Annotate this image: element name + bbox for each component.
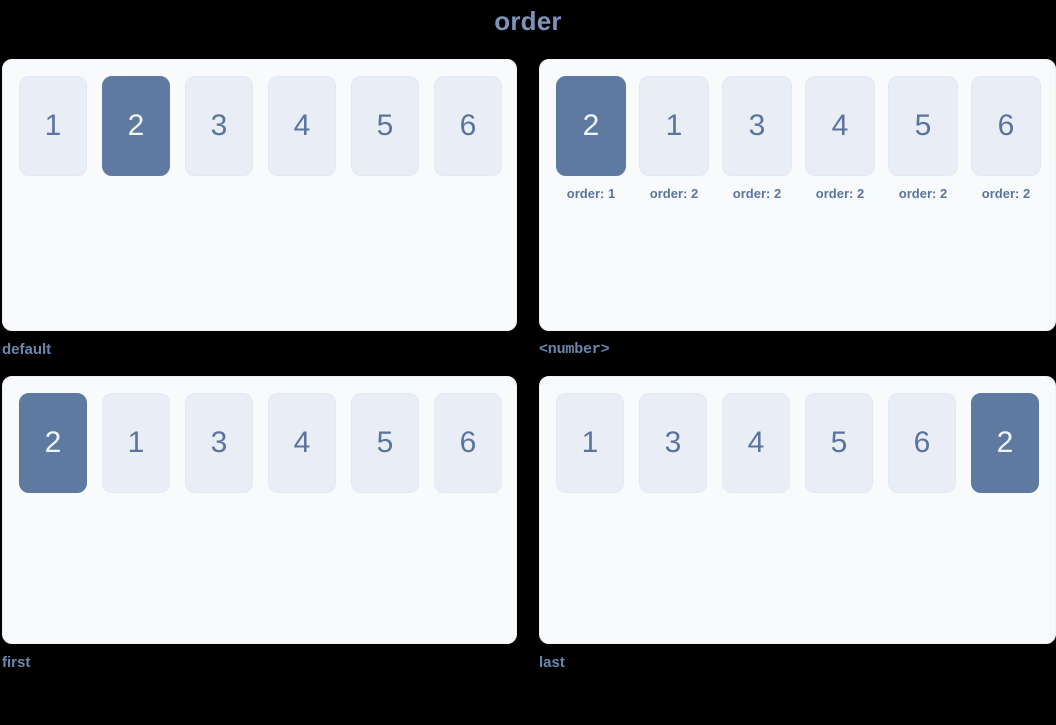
item-column: 5 order: 2 — [888, 76, 958, 202]
order-value-label: order: 2 — [649, 186, 699, 201]
panel-caption-first: first — [2, 654, 31, 671]
item-column: 2 — [19, 393, 87, 493]
item-column: 5 — [805, 393, 873, 493]
demo-cell-first: 2 1 3 4 5 6 first — [2, 376, 517, 672]
item-column: 2 order: 1 — [556, 76, 626, 202]
item-column: 3 order: 2 — [722, 76, 792, 202]
item-column: 4 — [268, 393, 336, 493]
order-box[interactable]: 4 — [722, 393, 790, 493]
order-box[interactable]: 3 — [185, 393, 253, 493]
order-box[interactable]: 5 — [805, 393, 873, 493]
demo-cell-default: 1 2 3 4 5 6 default — [2, 59, 517, 359]
order-value-label: order: 2 — [732, 186, 782, 201]
order-box[interactable]: 4 — [805, 76, 875, 176]
order-box-accent[interactable]: 2 — [19, 393, 87, 493]
demo-grid: 1 2 3 4 5 6 default — [2, 59, 1056, 672]
item-column: 2 — [102, 76, 170, 176]
order-box-accent[interactable]: 2 — [102, 76, 170, 176]
order-box[interactable]: 4 — [268, 393, 336, 493]
order-box[interactable]: 3 — [722, 76, 792, 176]
item-column: 1 — [556, 393, 624, 493]
order-value-label: order: 2 — [815, 186, 865, 201]
order-box[interactable]: 4 — [268, 76, 336, 176]
item-column: 4 — [268, 76, 336, 176]
order-value-label: order: 1 — [566, 186, 616, 201]
item-column: 1 — [102, 393, 170, 493]
item-column: 6 — [434, 76, 502, 176]
demo-panel-number: 2 order: 1 1 order: 2 3 order: 2 4 order… — [539, 59, 1056, 331]
item-column: 5 — [351, 393, 419, 493]
order-box[interactable]: 6 — [888, 393, 956, 493]
page-title: order — [494, 6, 562, 36]
order-box[interactable]: 1 — [102, 393, 170, 493]
item-column: 4 order: 2 — [805, 76, 875, 202]
demo-cell-last: 1 3 4 5 6 2 last — [539, 376, 1056, 672]
item-column: 6 order: 2 — [971, 76, 1041, 202]
order-value-label: order: 2 — [898, 186, 948, 201]
demo-cell-number: 2 order: 1 1 order: 2 3 order: 2 4 order… — [539, 59, 1056, 359]
order-box[interactable]: 6 — [434, 76, 502, 176]
order-box[interactable]: 3 — [185, 76, 253, 176]
item-column: 3 — [185, 393, 253, 493]
item-column: 3 — [185, 76, 253, 176]
item-column: 6 — [434, 393, 502, 493]
demo-panel-default: 1 2 3 4 5 6 — [2, 59, 517, 331]
panel-caption-number: <number> — [539, 341, 610, 358]
item-column: 1 order: 2 — [639, 76, 709, 202]
item-column: 2 — [971, 393, 1039, 493]
order-box-accent[interactable]: 2 — [971, 393, 1039, 493]
order-box[interactable]: 1 — [556, 393, 624, 493]
order-box[interactable]: 6 — [971, 76, 1041, 176]
item-column: 4 — [722, 393, 790, 493]
demo-panel-first: 2 1 3 4 5 6 — [2, 376, 517, 644]
item-column: 1 — [19, 76, 87, 176]
order-box[interactable]: 1 — [19, 76, 87, 176]
order-box[interactable]: 5 — [351, 393, 419, 493]
item-column: 5 — [351, 76, 419, 176]
item-column: 3 — [639, 393, 707, 493]
panel-caption-last: last — [539, 654, 565, 671]
panel-caption-default: default — [2, 341, 52, 358]
item-column: 6 — [888, 393, 956, 493]
order-box[interactable]: 6 — [434, 393, 502, 493]
order-box-accent[interactable]: 2 — [556, 76, 626, 176]
order-box[interactable]: 5 — [888, 76, 958, 176]
order-value-label: order: 2 — [981, 186, 1031, 201]
order-box[interactable]: 5 — [351, 76, 419, 176]
demo-panel-last: 1 3 4 5 6 2 — [539, 376, 1056, 644]
order-box[interactable]: 1 — [639, 76, 709, 176]
order-box[interactable]: 3 — [639, 393, 707, 493]
